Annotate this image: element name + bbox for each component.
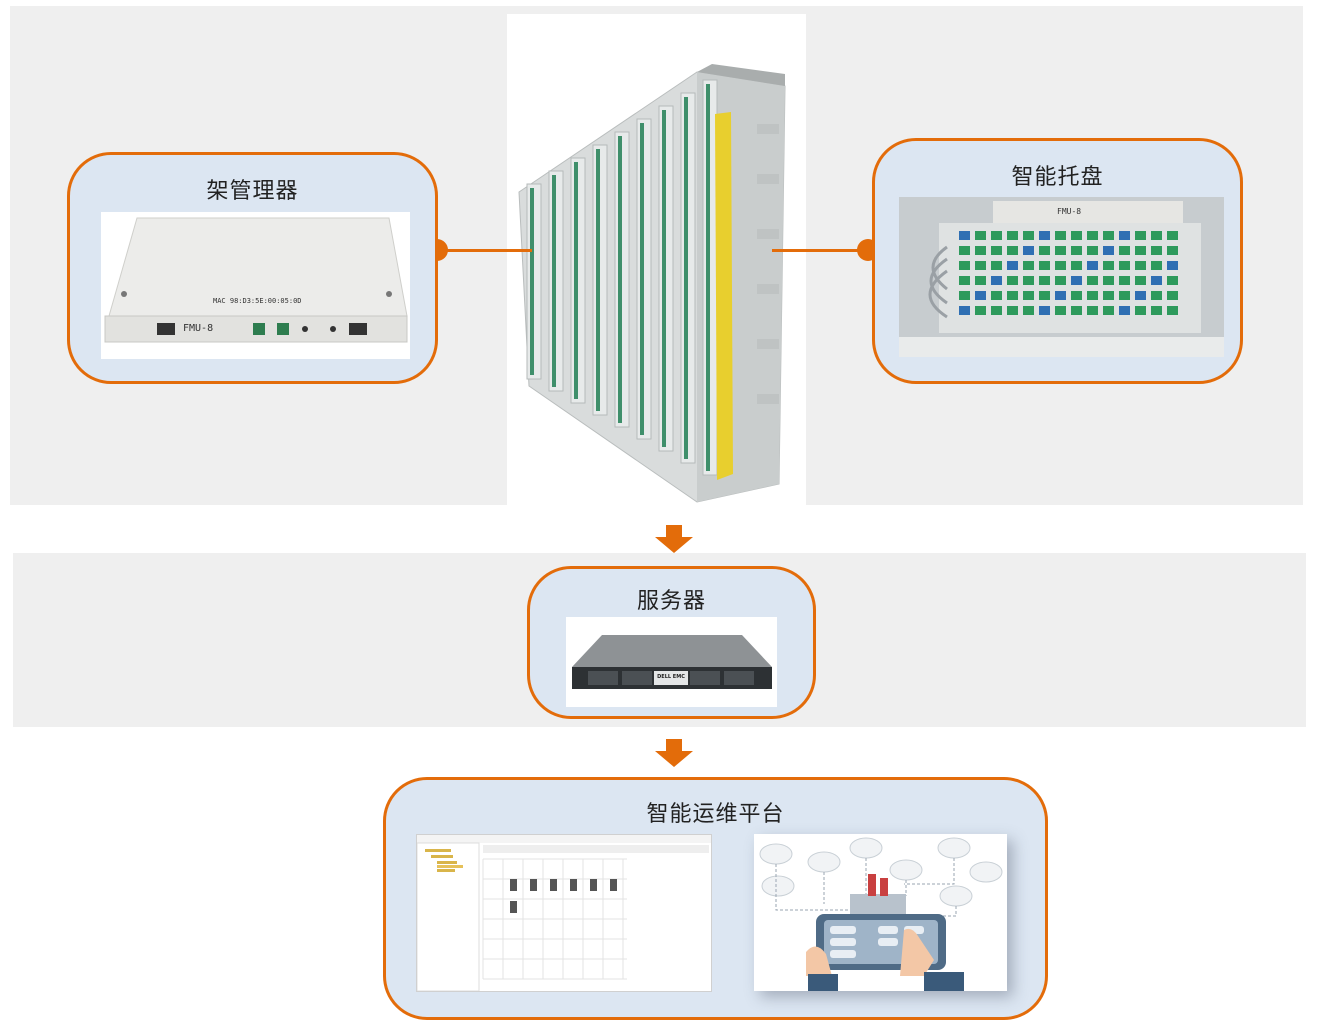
server-photo: DELL EMC (566, 617, 777, 707)
rack-manager-mac-label: MAC 98:D3:5E:00:05:0D (213, 297, 302, 305)
connector-line-left (437, 249, 532, 252)
platform-panel: 智能运维平台 (383, 777, 1048, 1020)
connector-line-right (772, 249, 868, 252)
smart-tray-panel: 智能托盘 FMU-8 (872, 138, 1243, 384)
rack-manager-title: 架管理器 (206, 179, 299, 204)
platform-software-screenshot (416, 834, 712, 992)
server-panel: 服务器 DELL EMC (527, 566, 816, 719)
platform-iot-illustration (754, 834, 1007, 991)
server-brand-label: DELL EMC (657, 674, 685, 680)
rack-manager-panel: 架管理器 MAC 98:D3:5E:00:05:0D FMU-8 (67, 152, 438, 384)
rack-manager-device-label: FMU-8 (183, 323, 214, 334)
smart-tray-photo: FMU-8 (899, 197, 1224, 357)
odf-rack-photo (507, 14, 806, 505)
server-title: 服务器 (636, 589, 706, 614)
smart-tray-device-label: FMU-8 (1057, 207, 1082, 216)
arrow-down-icon (655, 525, 693, 553)
platform-title: 智能运维平台 (646, 802, 785, 827)
smart-tray-title: 智能托盘 (1011, 165, 1104, 190)
arrow-down-icon (655, 739, 693, 767)
rack-manager-device-photo: MAC 98:D3:5E:00:05:0D FMU-8 (101, 212, 410, 359)
